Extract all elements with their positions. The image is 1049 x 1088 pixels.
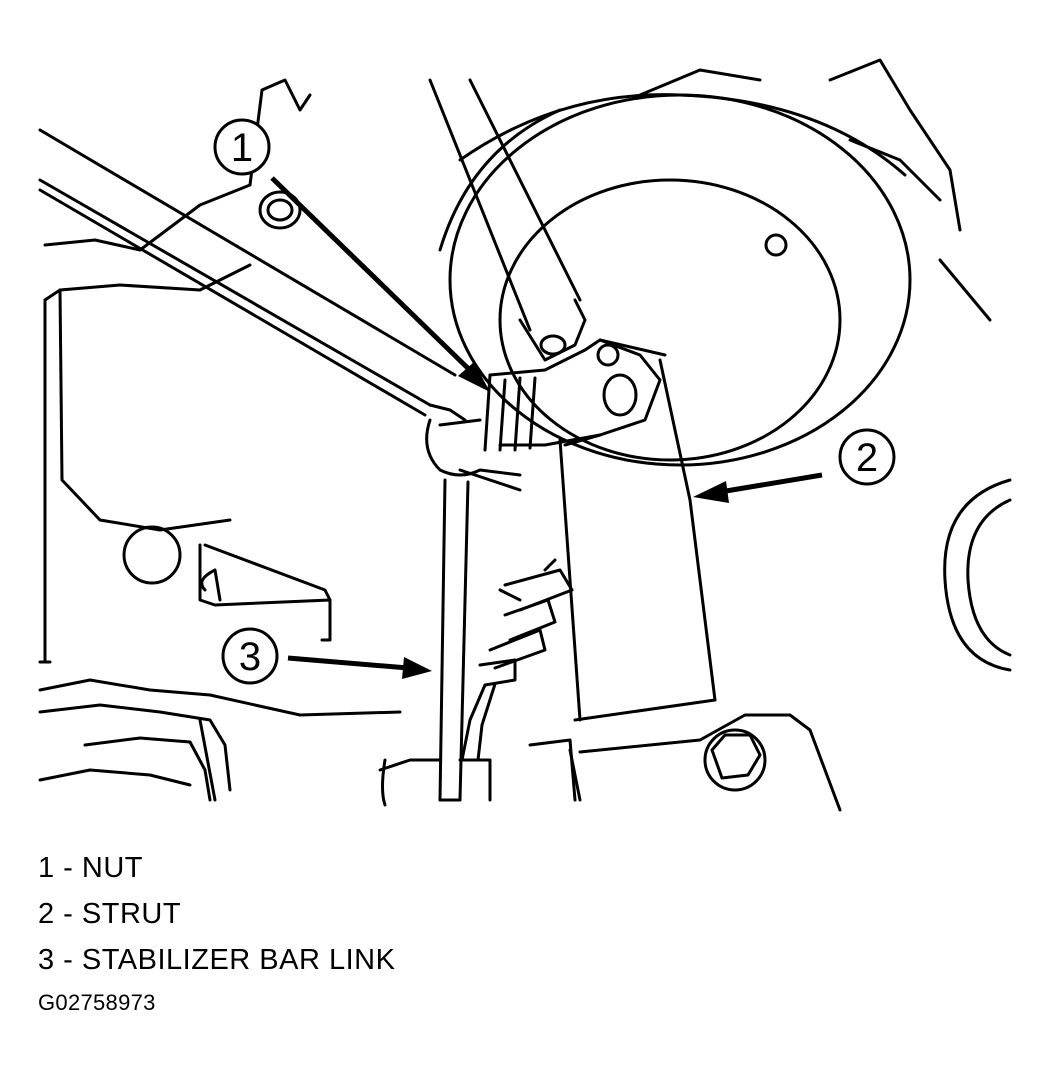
callout-1-leader [270, 176, 480, 380]
callout-2-circle [838, 428, 896, 486]
callout-3-leader [287, 655, 409, 671]
bracket-hole [122, 525, 182, 585]
callout-3-arrowhead [402, 657, 432, 679]
vehicle-body-outline [38, 78, 842, 812]
callout-1-circle [213, 118, 271, 176]
link-joint [425, 418, 522, 492]
callout-2-arrowhead [693, 481, 729, 503]
callout-3: 3 [221, 627, 432, 685]
stabilizer-link-rod [438, 478, 470, 802]
suspension-illustration: 1 2 3 [38, 58, 1012, 812]
right-cylinder [943, 478, 1012, 672]
callout-2: 2 [693, 428, 896, 503]
lower-knuckle [381, 728, 767, 807]
callout-3-number: 3 [239, 635, 261, 679]
strut-mount-disc [438, 58, 992, 467]
legend: 1 - NUT 2 - STRUT 3 - STABILIZER BAR LIN… [38, 845, 395, 983]
callout-1: 1 [213, 118, 490, 392]
legend-item-stabilizer-bar-link: 3 - STABILIZER BAR LINK [38, 944, 396, 976]
callout-1-number: 1 [231, 126, 253, 170]
figure-id: G02758973 [38, 990, 156, 1015]
callout-2-number: 2 [856, 436, 878, 480]
callout-3-circle [221, 627, 279, 685]
strut-body [558, 358, 717, 802]
legend-item-strut: 2 - STRUT [38, 898, 182, 930]
callout-1-arrowhead [458, 362, 490, 392]
legend-item-nut: 1 - NUT [38, 852, 143, 884]
wrench-handle [38, 128, 467, 422]
bracket-clip [198, 543, 332, 642]
nut-assembly [483, 338, 667, 452]
upper-wrench [428, 78, 587, 362]
brake-hose [458, 558, 574, 802]
callout-2-leader [719, 472, 823, 495]
